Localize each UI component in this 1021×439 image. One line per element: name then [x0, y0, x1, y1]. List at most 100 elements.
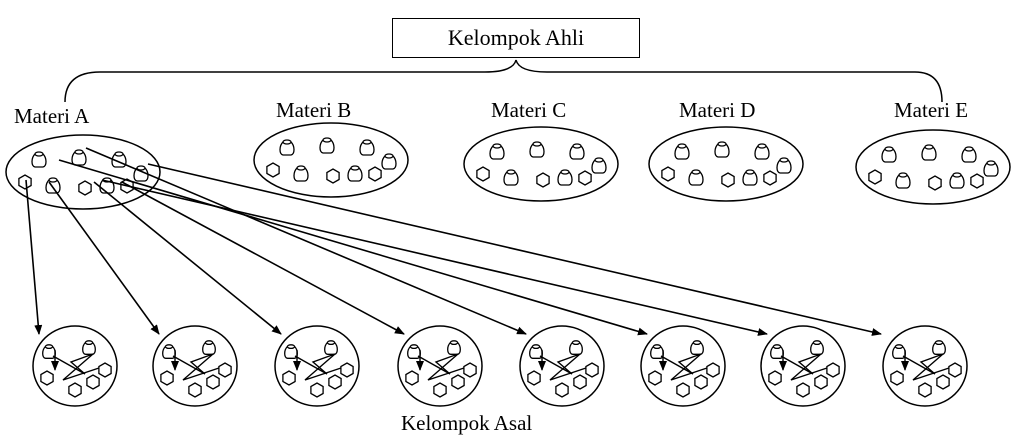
pot-icon — [921, 144, 937, 161]
pot-icon — [279, 139, 295, 156]
home-group-8 — [882, 325, 968, 407]
hexagon-icon — [282, 370, 296, 386]
pot-icon — [569, 340, 583, 355]
arrow-icon — [85, 147, 527, 335]
hexagon-icon — [763, 170, 777, 186]
exchange-lines — [172, 353, 220, 381]
hexagon-icon — [826, 362, 840, 378]
hexagon-icon — [188, 382, 202, 398]
exchange-lines — [539, 353, 587, 381]
hexagon-icon — [890, 370, 904, 386]
group-label-materi-e: Materi E — [894, 98, 969, 122]
pot-icon — [324, 340, 338, 355]
hexagon-icon — [433, 382, 447, 398]
arrow-icon — [147, 163, 882, 336]
pot-icon — [881, 146, 897, 163]
hexagon-icon — [796, 382, 810, 398]
hexagon-icon — [78, 180, 92, 196]
pot-icon — [202, 340, 216, 355]
pot-icon — [569, 143, 585, 160]
home-group-circle — [760, 325, 846, 407]
hexagon-icon — [585, 362, 599, 378]
expert-group-d — [648, 126, 804, 202]
arrow-icon — [121, 181, 405, 335]
exchange-lines — [294, 353, 342, 381]
arrow-icon — [58, 159, 648, 336]
hexagon-icon — [328, 374, 342, 390]
exchange-lines — [780, 353, 828, 381]
expert-group-c — [463, 126, 619, 202]
hexagon-icon — [573, 374, 587, 390]
hexagon-icon — [266, 162, 280, 178]
pot-icon — [688, 169, 704, 186]
hexagon-icon — [463, 362, 477, 378]
arrow-icon — [93, 181, 282, 335]
exchange-lines — [52, 353, 100, 381]
home-group-circle — [882, 325, 968, 407]
home-group-circle — [152, 325, 238, 407]
group-label-materi-b: Materi B — [276, 98, 352, 122]
hexagon-icon — [676, 382, 690, 398]
hexagon-icon — [814, 374, 828, 390]
pot-icon — [71, 149, 87, 166]
pot-icon — [949, 172, 965, 189]
expert-group-b — [253, 122, 409, 198]
hexagon-icon — [160, 370, 174, 386]
home-group-circle — [274, 325, 360, 407]
hexagon-icon — [918, 382, 932, 398]
hexagon-icon — [948, 362, 962, 378]
hexagon-icon — [936, 374, 950, 390]
pot-icon — [347, 165, 363, 182]
arrow-icon — [48, 181, 160, 335]
hexagon-icon — [661, 166, 675, 182]
group-label-materi-c: Materi C — [491, 98, 567, 122]
hexagon-icon — [768, 370, 782, 386]
hexagon-icon — [970, 173, 984, 189]
pot-icon — [776, 157, 792, 174]
home-group-7 — [760, 325, 846, 407]
pot-icon — [529, 141, 545, 158]
hexagon-icon — [340, 362, 354, 378]
arrow-icon — [25, 179, 43, 335]
brace-icon — [64, 59, 943, 103]
expert-group-title: Kelompok Ahli — [447, 25, 585, 50]
pot-icon — [319, 137, 335, 154]
pot-icon — [293, 165, 309, 182]
pot-icon — [489, 143, 505, 160]
expert-groups — [5, 122, 1011, 210]
hexagon-icon — [368, 166, 382, 182]
pot-icon — [133, 165, 149, 182]
pot-icon — [754, 143, 770, 160]
hexagon-icon — [648, 370, 662, 386]
hexagon-icon — [476, 166, 490, 182]
expert-group-ellipse — [5, 134, 161, 210]
exchange-lines — [660, 353, 708, 381]
pot-icon — [674, 143, 690, 160]
pot-icon — [359, 139, 375, 156]
home-group-1 — [32, 325, 118, 407]
home-group-4 — [397, 325, 483, 407]
expert-group-ellipse — [648, 126, 804, 202]
arrow-set — [25, 147, 882, 336]
exchange-lines — [417, 353, 465, 381]
exchange-lines — [902, 353, 950, 381]
home-group-label: Kelompok Asal — [401, 411, 533, 435]
expert-group-ellipse — [855, 129, 1011, 205]
hexagon-icon — [578, 170, 592, 186]
hexagon-icon — [218, 362, 232, 378]
pot-icon — [557, 169, 573, 186]
hexagon-icon — [928, 175, 942, 191]
home-group-3 — [274, 325, 360, 407]
hexagon-icon — [86, 374, 100, 390]
expert-group-ellipse — [253, 122, 409, 198]
arrow-icon — [101, 179, 768, 336]
pot-icon — [381, 153, 397, 170]
brace-curve — [64, 59, 943, 103]
hexagon-icon — [694, 374, 708, 390]
home-group-circle — [519, 325, 605, 407]
hexagon-icon — [868, 169, 882, 185]
hexagon-icon — [98, 362, 112, 378]
pot-icon — [714, 141, 730, 158]
pot-icon — [503, 169, 519, 186]
